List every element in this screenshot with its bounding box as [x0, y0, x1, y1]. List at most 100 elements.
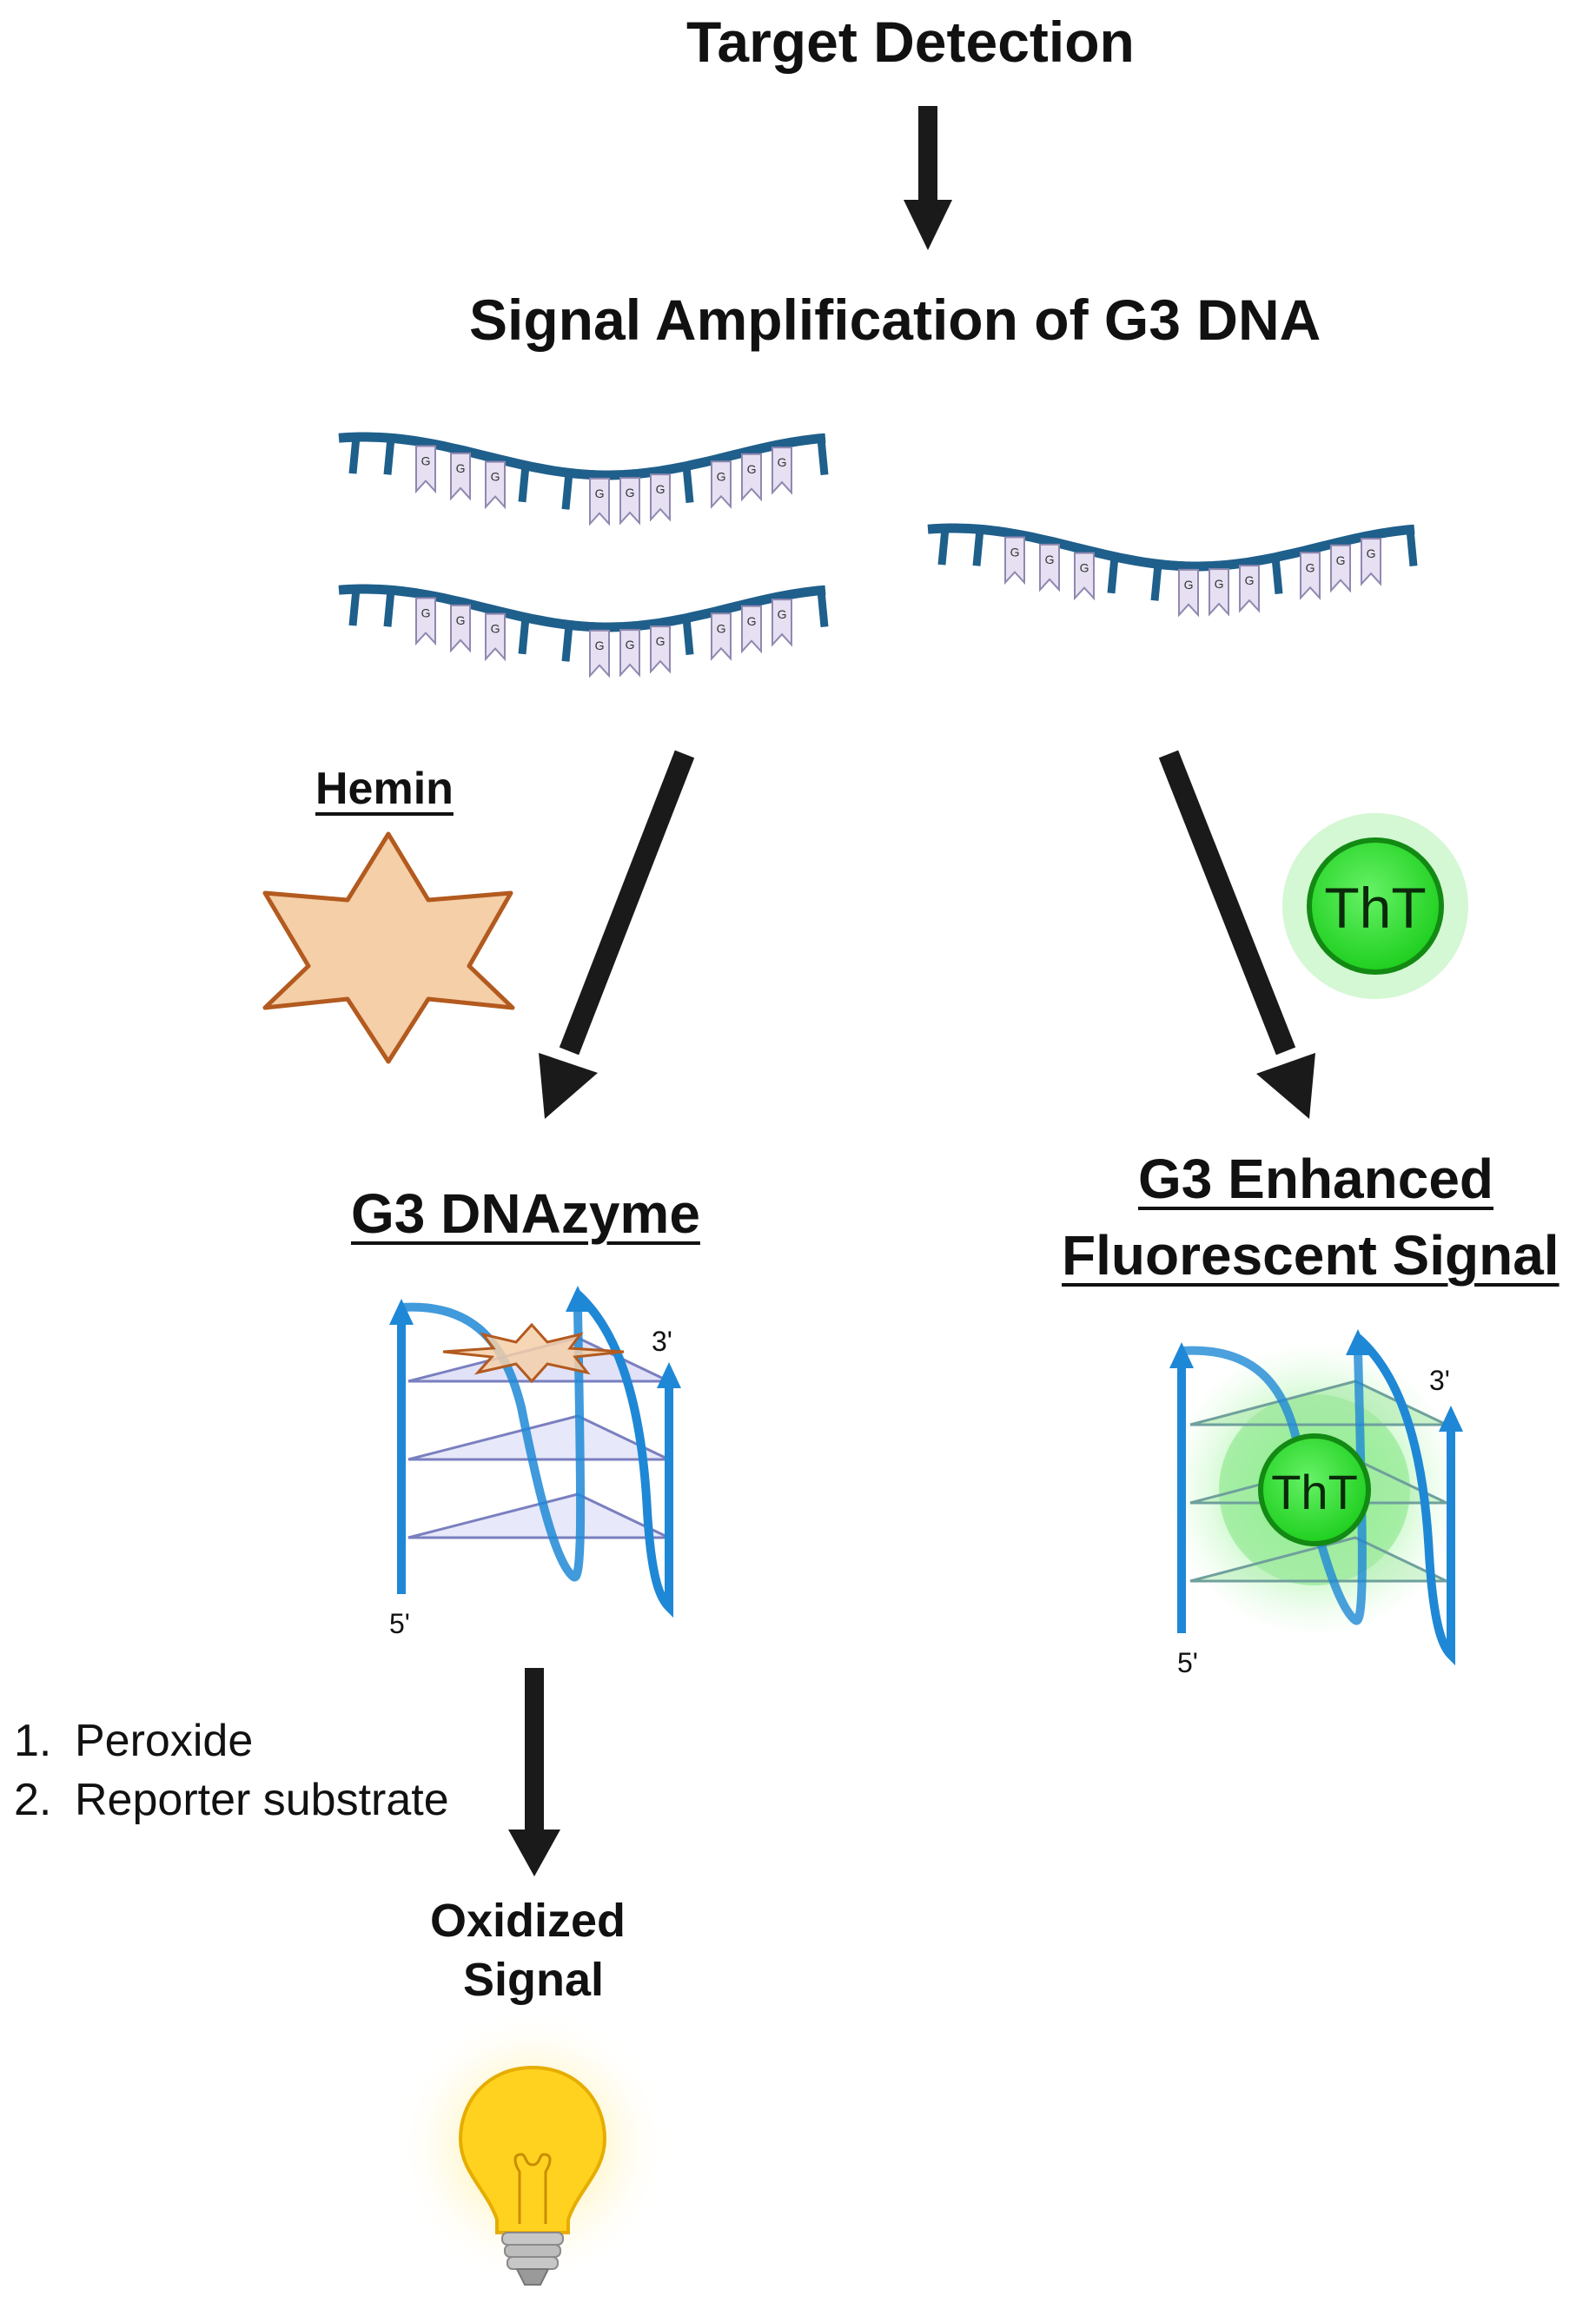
guanine-base: G	[415, 597, 436, 645]
dna-base-tick	[682, 618, 694, 655]
guanine-base: G	[650, 473, 671, 521]
dna-base-tick	[682, 466, 694, 503]
guanine-base: G	[485, 612, 506, 660]
guanine-label: G	[656, 634, 666, 648]
amplification-title: Signal Amplification of G3 DNA	[469, 288, 1321, 352]
guanine-label: G	[626, 638, 635, 652]
dna-base-tick	[1271, 557, 1283, 594]
oxidized-signal-label-line2: Signal	[463, 1954, 605, 2006]
guanine-base: G	[619, 629, 640, 677]
dna-base-tick	[348, 436, 361, 474]
dna-base-tick	[972, 528, 984, 566]
dna-base-tick	[561, 624, 573, 662]
dna-base-tick	[383, 589, 395, 627]
dna-base-tick	[561, 472, 573, 510]
guanine-label: G	[778, 607, 787, 621]
step-text: Peroxide	[75, 1716, 254, 1766]
guanine-base: G	[619, 477, 640, 525]
guanine-label: G	[456, 461, 466, 475]
dna-base-tick	[1406, 529, 1418, 567]
dna-backbone	[338, 432, 826, 480]
guanine-label: G	[1010, 546, 1020, 559]
guanine-base: G	[589, 477, 610, 525]
step-text: Reporter substrate	[75, 1775, 449, 1825]
guanine-label: G	[1215, 577, 1224, 591]
step-item: 2. Reporter substrate	[14, 1770, 449, 1830]
tht-label: ThT	[1271, 1465, 1358, 1519]
dna-base-tick	[1107, 556, 1119, 594]
guanine-base: G	[589, 629, 610, 677]
dna-base-tick	[817, 438, 829, 476]
tht-label: ThT	[1324, 876, 1426, 940]
guanine-base: G	[1039, 543, 1060, 591]
dna-base-tick	[383, 437, 395, 475]
guanine-label: G	[1245, 573, 1255, 587]
guanine-label: G	[491, 622, 500, 636]
reaction-steps-list: 1. Peroxide 2. Reporter substrate	[14, 1711, 449, 1830]
guanine-base: G	[1209, 568, 1229, 616]
guanine-base: G	[450, 452, 471, 500]
three-prime-label: 3'	[652, 1326, 672, 1357]
guanine-label: G	[778, 455, 787, 469]
target-detection-title: Target Detection	[686, 10, 1135, 74]
guanine-label: G	[1184, 578, 1194, 592]
guanine-base: G	[415, 445, 436, 493]
g-quadruplex-icon: 3' 5'	[389, 1286, 681, 1639]
guanine-base: G	[711, 612, 732, 660]
tht-dye-icon: ThT	[1282, 813, 1468, 999]
five-prime-label: 5'	[389, 1608, 410, 1639]
guanine-label: G	[595, 639, 605, 652]
guanine-label: G	[626, 486, 635, 500]
dna-strand-icon: G G G G G G G G G	[927, 523, 1418, 616]
guanine-base: G	[1004, 536, 1025, 584]
guanine-base: G	[1300, 552, 1321, 599]
dna-base-tick	[348, 588, 361, 626]
dnazyme-label: G3 DNAzyme	[351, 1182, 700, 1245]
guanine-base: G	[1178, 568, 1199, 616]
guanine-label: G	[421, 606, 431, 620]
guanine-base: G	[772, 599, 792, 646]
guanine-label: G	[1045, 553, 1055, 566]
three-prime-label: 3'	[1429, 1365, 1450, 1396]
guanine-label: G	[1336, 553, 1346, 567]
dna-backbone	[927, 523, 1415, 572]
guanine-base: G	[1330, 544, 1351, 592]
guanine-label: G	[1080, 561, 1089, 575]
guanine-label: G	[595, 486, 605, 500]
guanine-label: G	[747, 614, 757, 628]
guanine-base: G	[741, 453, 762, 500]
enhanced-signal-label-line2: Fluorescent Signal	[1062, 1224, 1560, 1287]
step-number: 1.	[14, 1716, 52, 1766]
hemin-label: Hemin	[315, 764, 454, 814]
arrow-to-dnazyme	[539, 750, 695, 1119]
guanine-label: G	[747, 462, 757, 476]
guanine-base: G	[650, 625, 671, 673]
guanine-base: G	[1239, 565, 1260, 612]
enhanced-signal-label-line1: G3 Enhanced	[1138, 1148, 1493, 1210]
guanine-label: G	[491, 470, 500, 484]
light-bulb-icon	[394, 2007, 672, 2286]
step-number: 2.	[14, 1775, 52, 1825]
hemin-star-icon	[262, 831, 515, 1064]
guanine-label: G	[1367, 546, 1376, 560]
guanine-label: G	[421, 454, 431, 468]
five-prime-label: 5'	[1177, 1647, 1198, 1678]
guanine-base: G	[450, 604, 471, 652]
oxidized-signal-label-line1: Oxidized	[430, 1895, 626, 1947]
guanine-label: G	[456, 613, 466, 627]
guanine-base: G	[1361, 538, 1381, 586]
guanine-base: G	[1074, 552, 1095, 599]
dna-backbone	[338, 584, 826, 632]
g-quadruplex-icon: ThT 3' 5'	[1167, 1329, 1463, 1678]
step-item: 1. Peroxide	[14, 1711, 449, 1770]
guanine-label: G	[656, 482, 666, 496]
dna-base-tick	[937, 527, 950, 566]
arrow-to-enhanced-signal	[1158, 750, 1315, 1119]
dna-base-tick	[518, 617, 530, 655]
dna-base-tick	[817, 590, 829, 628]
arrow-target-to-amplification	[904, 106, 952, 250]
dna-base-tick	[1150, 563, 1162, 601]
dna-base-tick	[518, 465, 530, 503]
